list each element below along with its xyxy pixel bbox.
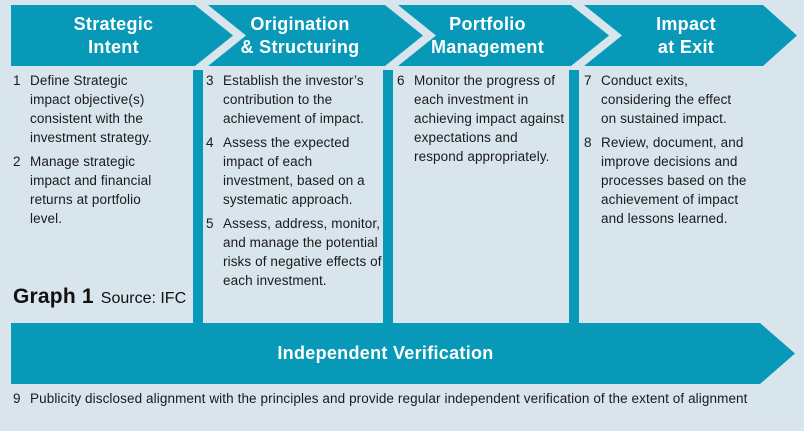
independent-verification-label: Independent Verification — [277, 343, 494, 363]
step-number: 7 — [584, 73, 592, 88]
stage-title-origination-structuring: Origination & Structuring — [240, 13, 360, 57]
step-number: 4 — [206, 135, 214, 150]
step-text: Review, document, and improve decisions … — [601, 135, 747, 226]
stage-column-portfolio-management: 6 Monitor the progress of each investmen… — [397, 71, 567, 171]
step-text: Establish the investor’s contribution to… — [223, 73, 365, 126]
process-step-7: 7 Conduct exits, considering the effect … — [584, 71, 749, 128]
stage-title-impact-at-exit: Impact at Exit — [656, 13, 716, 57]
process-step-9-row: 9 Publicity disclosed alignment with the… — [13, 389, 775, 413]
step-number: 1 — [13, 73, 21, 88]
stage-title-portfolio-management: Portfolio Management — [430, 13, 545, 57]
step-text: Define Strategic impact objective(s) con… — [30, 73, 152, 145]
figure-caption: Graph 1 Source: IFC — [13, 285, 186, 309]
step-number: 8 — [584, 135, 592, 150]
figure-label: Graph 1 — [13, 285, 94, 308]
stage-arrow-portfolio-management — [398, 5, 609, 66]
step-number: 6 — [397, 73, 405, 88]
process-step-1: 1 Define Strategic impact objective(s) c… — [13, 71, 170, 147]
stage-column-strategic-intent: 1 Define Strategic impact objective(s) c… — [13, 71, 170, 233]
column-divider-1 — [193, 70, 203, 323]
process-step-6: 6 Monitor the progress of each investmen… — [397, 71, 567, 166]
column-divider-3 — [569, 70, 579, 323]
step-text: Publicity disclosed alignment with the p… — [30, 391, 748, 406]
step-text: Manage strategic impact and financial re… — [30, 154, 152, 226]
process-step-8: 8 Review, document, and improve decision… — [584, 133, 749, 228]
step-text: Assess the expected impact of each inves… — [223, 135, 365, 207]
step-number: 9 — [13, 391, 21, 406]
independent-verification-arrow — [11, 323, 795, 384]
process-step-5: 5 Assess, address, monitor, and manage t… — [206, 214, 384, 290]
stage-column-impact-at-exit: 7 Conduct exits, considering the effect … — [584, 71, 749, 233]
stage-arrow-impact-at-exit — [584, 5, 797, 66]
stage-title-strategic-intent: Strategic Intent — [73, 13, 154, 57]
stage-arrow-origination-structuring — [208, 5, 423, 66]
step-number: 3 — [206, 73, 214, 88]
stage-arrow-strategic-intent — [11, 5, 233, 66]
step-number: 2 — [13, 154, 21, 169]
column-divider-2 — [383, 70, 393, 323]
stage-column-origination-structuring: 3 Establish the investor’s contribution … — [206, 71, 384, 295]
process-step-4: 4 Assess the expected impact of each inv… — [206, 133, 384, 209]
process-step-2: 2 Manage strategic impact and financial … — [13, 152, 170, 228]
figure-source: Source: IFC — [100, 290, 187, 307]
step-text: Conduct exits, considering the effect on… — [601, 73, 732, 126]
step-text: Monitor the progress of each investment … — [414, 73, 565, 164]
step-text: Assess, address, monitor, and manage the… — [223, 216, 382, 288]
process-step-9: 9 Publicity disclosed alignment with the… — [13, 389, 775, 408]
step-number: 5 — [206, 216, 214, 231]
process-step-3: 3 Establish the investor’s contribution … — [206, 71, 384, 128]
